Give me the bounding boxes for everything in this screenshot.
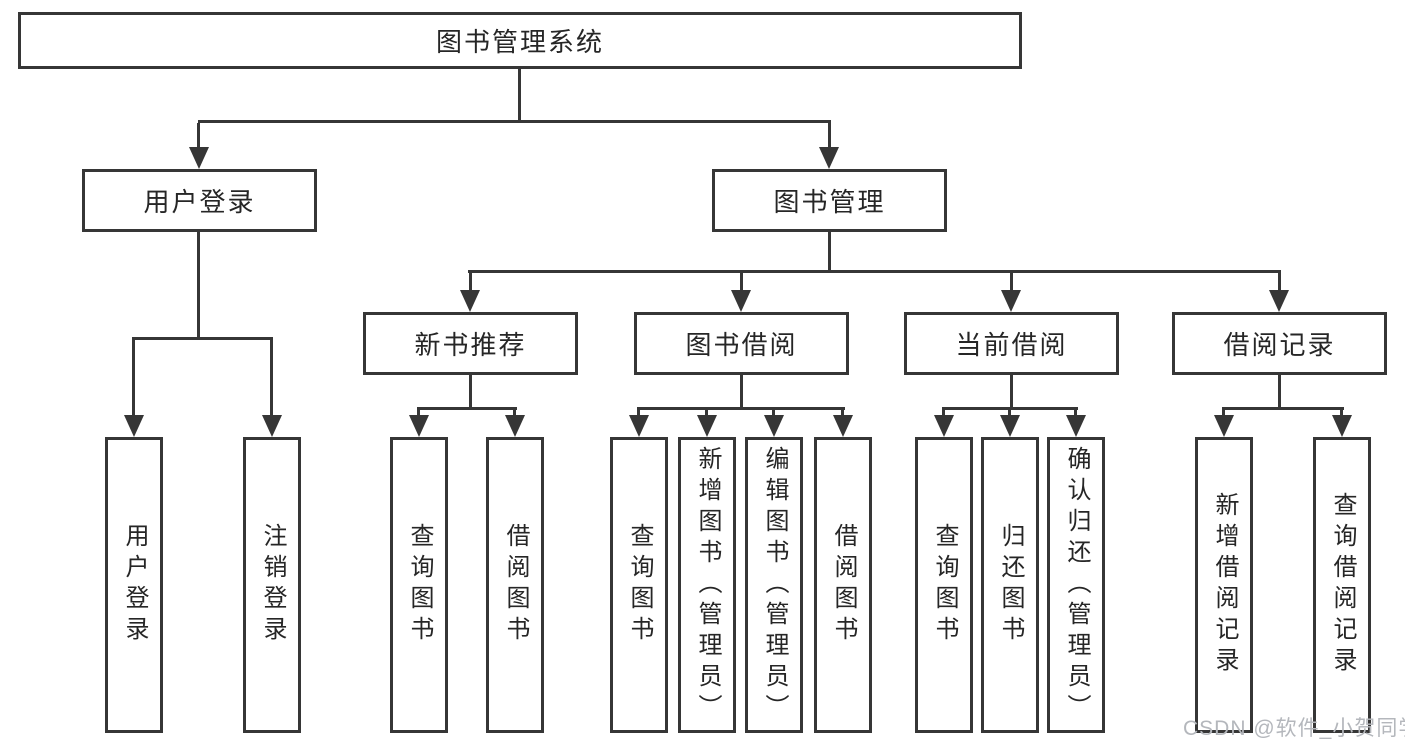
- watermark: CSDN @软件_小贺同学: [1183, 717, 1405, 740]
- node-library-system: 图书管理系统: [18, 12, 1022, 69]
- connector-line-h: [637, 407, 845, 410]
- leaf-logout: 注销登录: [243, 437, 301, 733]
- connector-line-v: [841, 410, 844, 417]
- arrow-down-icon: [1214, 415, 1234, 437]
- connector-line-v: [1074, 410, 1077, 417]
- connector-line-v: [197, 232, 200, 337]
- connector-line-v: [1340, 410, 1343, 417]
- connector-line-v: [1278, 375, 1281, 407]
- arrow-down-icon: [1066, 415, 1086, 437]
- arrow-down-icon: [731, 290, 751, 312]
- node-current-borrow: 当前借阅: [904, 312, 1119, 375]
- connector-line-v: [469, 273, 472, 292]
- connector-line-h: [132, 337, 273, 340]
- leaf-add-borrow-record: 新增借阅记录: [1195, 437, 1253, 733]
- connector-line-v: [469, 375, 472, 407]
- node-new-book-recommend: 新书推荐: [363, 312, 578, 375]
- connector-line-v: [828, 123, 831, 149]
- leaf-query-books-recommend: 查询图书: [390, 437, 448, 733]
- node-book-borrow: 图书借阅: [634, 312, 849, 375]
- leaf-user-login: 用户登录: [105, 437, 163, 733]
- node-user-login: 用户登录: [82, 169, 317, 232]
- arrow-down-icon: [1332, 415, 1352, 437]
- connector-line-v: [637, 410, 640, 417]
- leaf-query-borrow-record: 查询借阅记录: [1313, 437, 1371, 733]
- connector-line-v: [772, 410, 775, 417]
- leaf-return-book: 归还图书: [981, 437, 1039, 733]
- connector-line-h: [198, 120, 831, 123]
- connector-line-v: [513, 410, 516, 417]
- connector-line-v: [828, 232, 831, 273]
- connector-line-v: [1008, 410, 1011, 417]
- leaf-query-books-borrow: 查询图书: [610, 437, 668, 733]
- connector-line-v: [705, 410, 708, 417]
- leaf-confirm-return-admin: 确认归还（管理员）: [1047, 437, 1105, 733]
- connector-line-v: [1278, 273, 1281, 292]
- arrow-down-icon: [460, 290, 480, 312]
- arrow-down-icon: [1000, 415, 1020, 437]
- connector-line-v: [740, 273, 743, 292]
- connector-line-v: [270, 340, 273, 417]
- leaf-query-books-current: 查询图书: [915, 437, 973, 733]
- node-book-management: 图书管理: [712, 169, 947, 232]
- connector-line-h: [942, 407, 1078, 410]
- arrow-down-icon: [189, 147, 209, 169]
- connector-line-v: [518, 69, 521, 123]
- connector-line-v: [417, 410, 420, 417]
- arrow-down-icon: [505, 415, 525, 437]
- arrow-down-icon: [1269, 290, 1289, 312]
- leaf-edit-book-admin: 编辑图书（管理员）: [745, 437, 803, 733]
- connector-line-h: [417, 407, 517, 410]
- arrow-down-icon: [819, 147, 839, 169]
- connector-line-h: [468, 270, 1281, 273]
- leaf-borrow-books: 借阅图书: [814, 437, 872, 733]
- arrow-down-icon: [833, 415, 853, 437]
- arrow-down-icon: [934, 415, 954, 437]
- connector-line-v: [1010, 375, 1013, 407]
- arrow-down-icon: [697, 415, 717, 437]
- node-borrow-records: 借阅记录: [1172, 312, 1387, 375]
- arrow-down-icon: [124, 415, 144, 437]
- arrow-down-icon: [1001, 290, 1021, 312]
- leaf-add-book-admin: 新增图书（管理员）: [678, 437, 736, 733]
- connector-line-v: [197, 123, 200, 149]
- connector-line-v: [1010, 273, 1013, 292]
- connector-line-v: [740, 375, 743, 407]
- arrow-down-icon: [629, 415, 649, 437]
- connector-line-v: [942, 410, 945, 417]
- connector-line-h: [1222, 407, 1344, 410]
- arrow-down-icon: [764, 415, 784, 437]
- arrow-down-icon: [409, 415, 429, 437]
- arrow-down-icon: [262, 415, 282, 437]
- leaf-borrow-books-recommend: 借阅图书: [486, 437, 544, 733]
- connector-line-v: [132, 340, 135, 417]
- connector-line-v: [1222, 410, 1225, 417]
